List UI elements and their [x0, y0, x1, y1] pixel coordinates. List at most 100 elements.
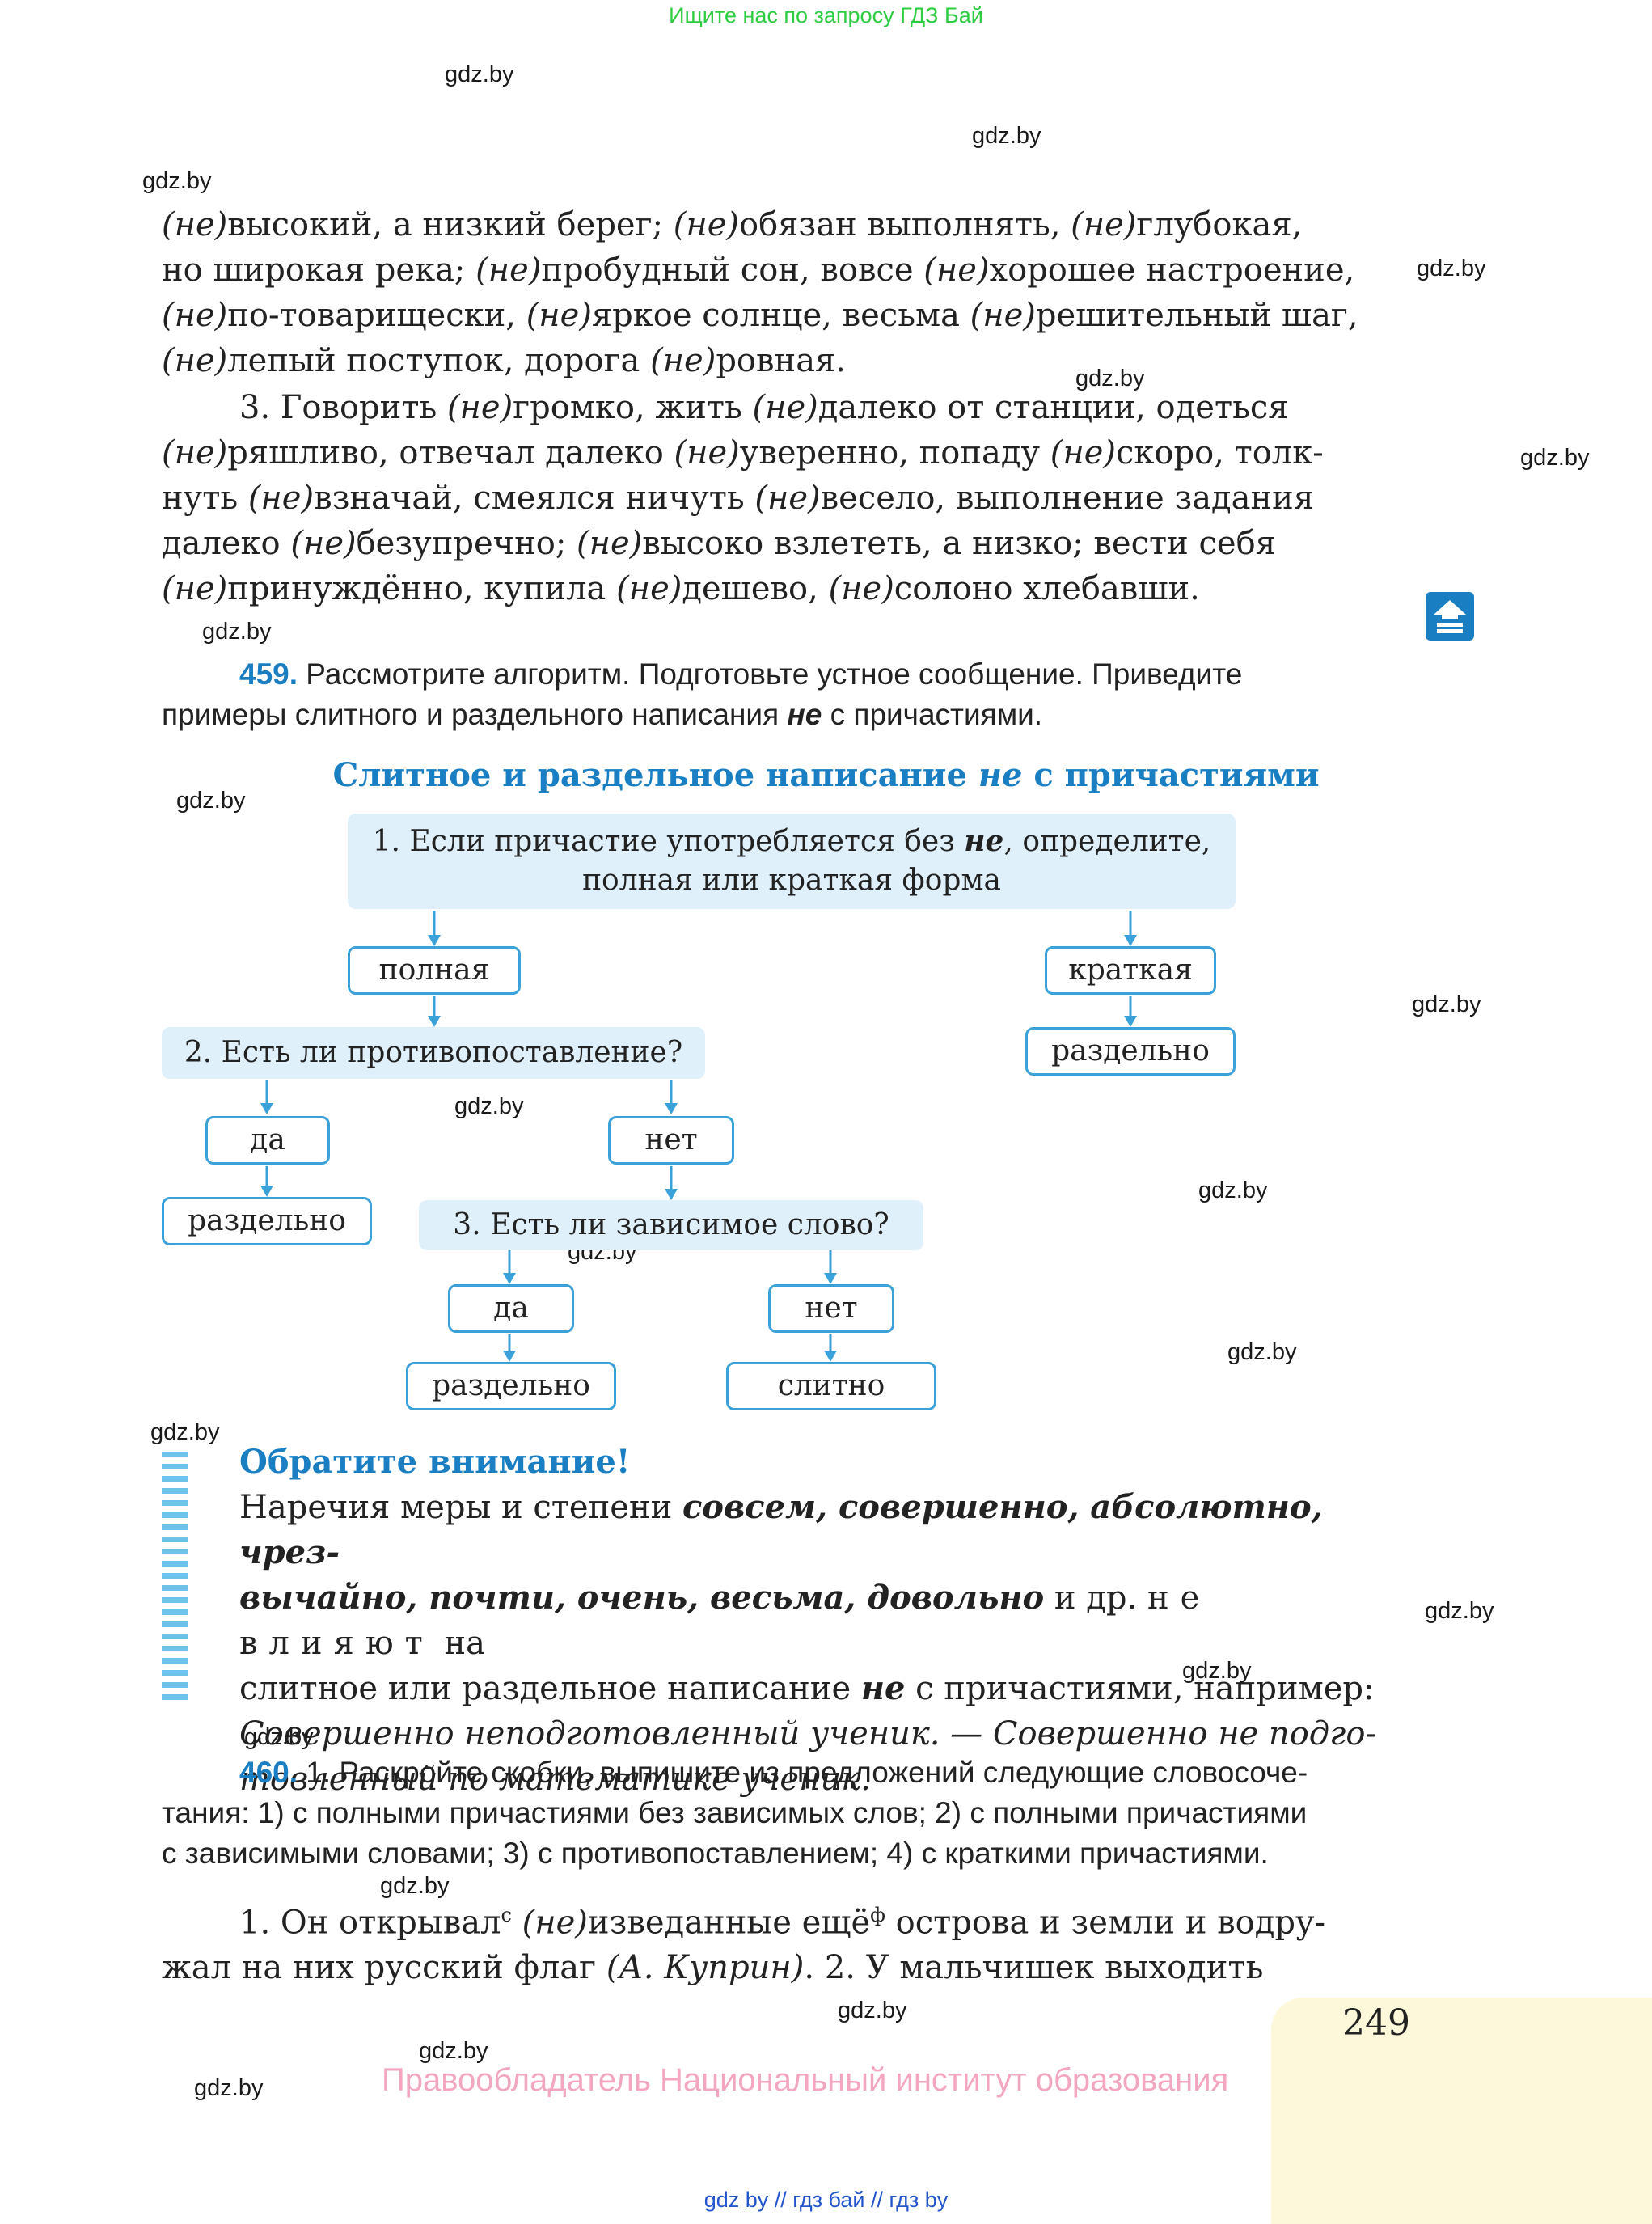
text-part: далеко	[162, 525, 291, 562]
text-part: обязан выполнять,	[738, 206, 1071, 243]
text-emphasis: не	[860, 1669, 906, 1707]
text-line: товленный по математике ученик.	[239, 1761, 871, 1798]
superscript-mark: ф	[870, 1904, 885, 1926]
text-part: жал на них русский флаг	[162, 1949, 606, 1987]
text-part: изведанные ещё	[587, 1904, 871, 1942]
text-part: с причастиями, например:	[905, 1670, 1375, 1707]
text-part: ровная.	[716, 342, 846, 379]
separately-box: раздельно	[1025, 1027, 1236, 1076]
text-line: (не)ряшливо, отвечал далеко (не)уверенно…	[162, 430, 1423, 476]
ne-particle: (не)	[650, 342, 716, 379]
text-part: на	[433, 1625, 486, 1662]
text-line: (не)лепый поступок, дорога (не)ровная.	[162, 338, 1423, 383]
text-part: далеко от станции, одеться	[818, 389, 1289, 426]
text-line: жал на них русский флаг (А. Куприн). 2. …	[162, 1945, 1423, 1990]
ne-particle: (не)	[616, 570, 682, 607]
watermark: gdz.by	[1417, 256, 1486, 281]
full-form-box: полная	[348, 946, 521, 995]
watermark: gdz.by	[194, 2075, 264, 2101]
yes-box: да	[205, 1116, 330, 1165]
home-up-icon[interactable]	[1426, 592, 1474, 641]
ne-particle: (не)	[162, 434, 228, 471]
text-part: весело, выполнение задания	[820, 480, 1315, 517]
ne-particle: (не)	[752, 389, 818, 426]
text-part: 3. Говорить	[239, 389, 447, 426]
task-text: примеры слитного и раздельного написания	[162, 698, 788, 731]
text-part: хорошее настроение,	[989, 252, 1355, 289]
watermark: gdz.by	[176, 788, 246, 814]
task-459-line2: примеры слитного и раздельного написания…	[162, 695, 1423, 735]
text-part: яркое солнце, весьма	[591, 297, 970, 334]
scheme-title: Слитное и раздельное написание не с прич…	[0, 756, 1652, 794]
no-box: нет	[768, 1284, 894, 1333]
text-line: нуть (не)взначай, смеялся ничуть (не)вес…	[162, 476, 1423, 521]
text-part: слитное или раздельное написание	[239, 1670, 861, 1707]
together-box: слитно	[726, 1362, 936, 1410]
step-text: , определите,	[1003, 825, 1211, 858]
text-line: (не)по-товарищески, (не)яркое солнце, ве…	[162, 293, 1423, 338]
text-part: но широкая река;	[162, 252, 476, 289]
attention-text: Наречия меры и степени совсем, совершенн…	[239, 1485, 1423, 1802]
step-text: 1. Если причастие употребляется без	[372, 825, 965, 858]
section3-text: 3. Говорить (не)громко, жить (не)далеко …	[162, 385, 1423, 611]
watermark: gdz.by	[1075, 366, 1145, 391]
ne-particle: (не)	[162, 342, 228, 379]
bottom-links[interactable]: gdz by // гдз бай // гдз by	[703, 2188, 949, 2212]
text-part: глубокая,	[1136, 206, 1303, 243]
text-spaced: не влияют	[239, 1579, 1211, 1662]
text-part: принуждённо, купила	[227, 570, 617, 607]
text-part: высокий, а низкий берег;	[227, 206, 674, 243]
text-line: 3. Говорить (не)громко, жить (не)далеко …	[162, 385, 1423, 430]
title-part: не	[978, 756, 1023, 794]
ne-particle: (не)	[162, 297, 228, 334]
text-line: далеко (не)безупречно; (не)высоко взлете…	[162, 521, 1423, 566]
ne-particle: (не)	[475, 252, 542, 289]
text-line: тания: 1) с полными причастиями без зави…	[162, 1796, 1308, 1829]
superscript-mark: с	[501, 1904, 512, 1926]
text-line: 460. 1. Раскройте скобки, выпишите из пр…	[162, 1753, 1423, 1793]
task-text: 1. Раскройте скобки, выпишите из предлож…	[298, 1756, 1308, 1789]
watermark: gdz.by	[1425, 1598, 1494, 1624]
text-part: нуть	[162, 480, 248, 517]
text-part: острова и земли и водру-	[885, 1904, 1326, 1942]
text-line: (не)принуждённо, купила (не)дешево, (не)…	[162, 566, 1423, 611]
watermark: gdz.by	[150, 1419, 220, 1445]
task-number: 459.	[239, 657, 298, 691]
ne-particle: (не)	[446, 389, 513, 426]
title-part: с причастиями	[1022, 756, 1320, 794]
watermark: gdz.by	[454, 1093, 524, 1119]
text-part: уверенно, попаду	[739, 434, 1050, 471]
text-part: Наречия меры и степени	[239, 1489, 682, 1526]
watermark: gdz.by	[1227, 1339, 1297, 1365]
text-part: решительный шаг,	[1035, 297, 1358, 334]
ne-particle: (не)	[923, 252, 990, 289]
text-part: пробудный сон, вовсе	[541, 252, 924, 289]
watermark: gdz.by	[419, 2038, 488, 2064]
text-part: лепый поступок, дорога	[227, 342, 651, 379]
ne-particle: (не)	[247, 480, 315, 517]
text-line: (не)высокий, а низкий берег; (не)обязан …	[162, 202, 1423, 247]
text-line: с зависимыми словами; 3) с противопостав…	[162, 1837, 1269, 1870]
copyright-notice: Правообладатель Национальный институт об…	[382, 2062, 1229, 2098]
text-part: ряшливо, отвечал далеко	[227, 434, 674, 471]
separately-box: раздельно	[406, 1362, 616, 1410]
ne-particle: (не)	[577, 525, 643, 562]
ne-particle: (не)	[162, 570, 228, 607]
text-part: (А. Куприн)	[606, 1949, 805, 1987]
watermark: gdz.by	[380, 1873, 450, 1899]
text-part: безупречно;	[356, 525, 577, 562]
text-part: солоно хлебавши.	[894, 570, 1200, 607]
ne-particle: (не)	[1071, 206, 1137, 243]
watermark: gdz.by	[1182, 1658, 1252, 1684]
task-text: Рассмотрите алгоритм. Подготовьте устное…	[298, 657, 1243, 691]
watermark: gdz.by	[1198, 1178, 1268, 1203]
text-part: (не)	[522, 1904, 588, 1942]
text-line: 1. Он открывалс (не)изведанные ещёф остр…	[162, 1892, 1423, 1945]
ne-particle: (не)	[754, 480, 821, 517]
title-part: Слитное и раздельное написание	[332, 756, 978, 794]
task-text-emphasis: не	[787, 698, 822, 731]
step1-box: 1. Если причастие употребляется без не, …	[348, 814, 1236, 909]
watermark: gdz.by	[972, 123, 1041, 149]
section2-text: (не)высокий, а низкий берег; (не)обязан …	[162, 202, 1423, 383]
